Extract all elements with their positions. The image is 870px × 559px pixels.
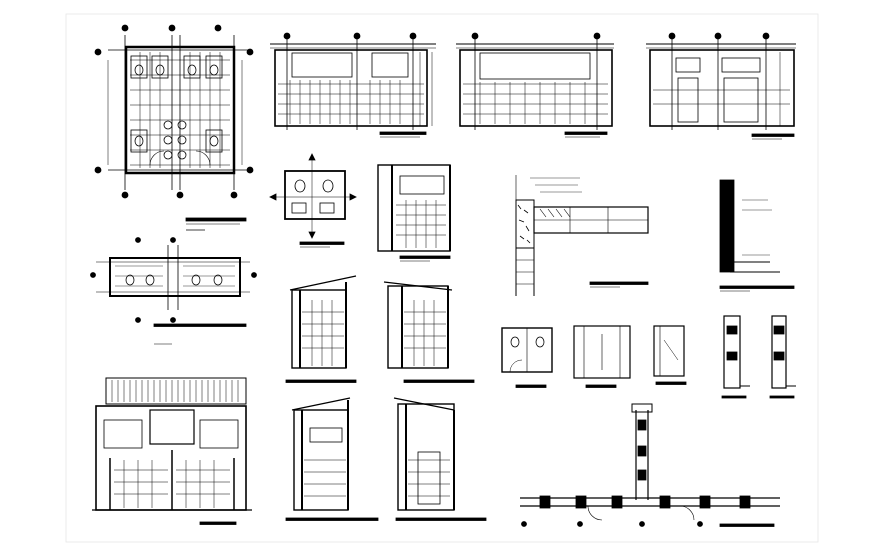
- floor-plan-row: [90, 237, 257, 345]
- section-bottom-a: [285, 397, 379, 521]
- floor-plan-main: [94, 24, 254, 231]
- section-bottom-b: [393, 397, 487, 521]
- sheet-border: [65, 13, 819, 543]
- section-left-a: [285, 275, 357, 383]
- section-small: [377, 164, 451, 262]
- wall-section-right: [719, 179, 795, 292]
- cubicle-details: [501, 325, 687, 388]
- elevation-1: [270, 32, 436, 138]
- elevation-3: [646, 32, 796, 140]
- section-left-b: [383, 281, 475, 383]
- post-details: [721, 315, 796, 399]
- foundation-plan: [520, 403, 780, 527]
- elevation-2: [456, 32, 614, 138]
- front-elevation: [92, 377, 252, 525]
- wall-detail: [515, 175, 649, 296]
- toilet-plan-small: [269, 153, 357, 248]
